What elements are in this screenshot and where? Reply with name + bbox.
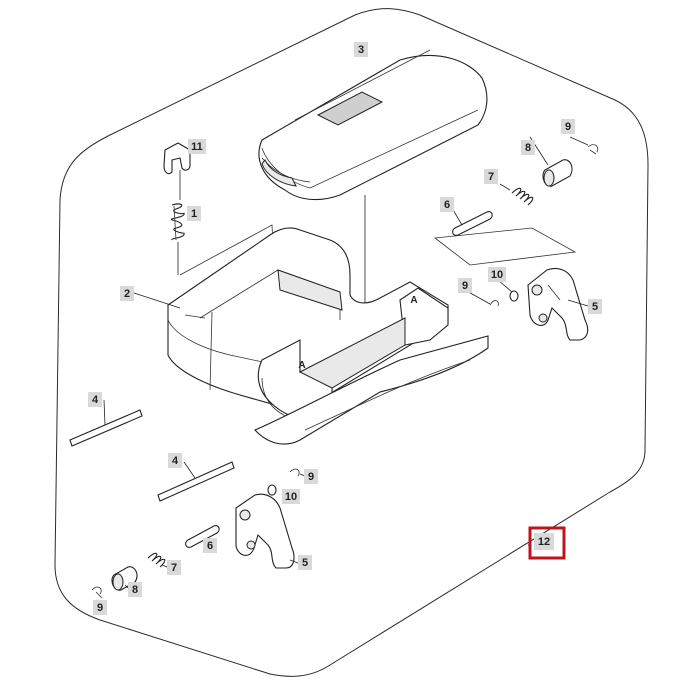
svg-text:8: 8 <box>525 142 531 154</box>
bottom-plate <box>254 335 489 445</box>
callout-5-lower: 5 <box>298 555 312 570</box>
callout-5-top: 5 <box>588 299 602 314</box>
svg-text:6: 6 <box>444 199 450 211</box>
letter-a-right: A <box>410 295 417 306</box>
callout-1: 1 <box>187 206 201 221</box>
callout-9-lower: 9 <box>304 469 318 484</box>
diagram-boundary <box>54 8 649 677</box>
strip-upper <box>69 409 143 447</box>
base-box-part <box>167 227 449 413</box>
cushion-part <box>258 49 488 201</box>
callout-8-lower: 8 <box>128 582 142 597</box>
callout-4-upper: 4 <box>88 392 102 407</box>
callout-2: 2 <box>120 286 134 301</box>
svg-text:12: 12 <box>538 536 550 548</box>
highlight-frame <box>528 526 566 560</box>
callout-8-top: 8 <box>521 140 535 155</box>
callout-3: 3 <box>354 42 368 57</box>
callout-9-mid: 9 <box>458 278 472 293</box>
callout-7-top: 7 <box>484 169 498 184</box>
svg-text:11: 11 <box>191 141 203 153</box>
callout-10-lower: 10 <box>282 489 300 504</box>
callout-6-top: 6 <box>440 197 454 212</box>
svg-text:9: 9 <box>308 471 314 483</box>
svg-text:10: 10 <box>285 491 297 503</box>
svg-text:3: 3 <box>358 44 364 56</box>
svg-text:7: 7 <box>171 562 177 574</box>
svg-text:7: 7 <box>488 171 494 183</box>
callout-9-top: 9 <box>561 119 575 134</box>
callout-7-lower: 7 <box>167 560 181 575</box>
svg-text:9: 9 <box>462 280 468 292</box>
svg-text:10: 10 <box>491 269 503 281</box>
clip-part <box>163 142 191 200</box>
callout-12-highlighted[interactable]: 12 <box>528 526 566 560</box>
svg-text:1: 1 <box>191 208 197 220</box>
svg-text:4: 4 <box>172 455 179 467</box>
spring-part <box>170 203 185 275</box>
letter-a-left: A <box>298 360 305 371</box>
callout-11: 11 <box>188 139 206 154</box>
svg-text:4: 4 <box>92 394 99 406</box>
callout-6-lower: 6 <box>203 538 217 553</box>
svg-text:5: 5 <box>302 557 308 569</box>
svg-text:8: 8 <box>132 584 138 596</box>
strip-lower <box>157 461 235 502</box>
callout-9-bottom: 9 <box>93 600 107 615</box>
callout-4-lower: 4 <box>168 453 182 468</box>
callout-10-top: 10 <box>488 267 506 282</box>
left-hardware <box>91 468 300 599</box>
svg-text:2: 2 <box>124 288 130 300</box>
right-hardware <box>452 144 599 341</box>
svg-text:6: 6 <box>207 540 213 552</box>
svg-text:5: 5 <box>592 301 598 313</box>
svg-text:9: 9 <box>97 602 103 614</box>
svg-text:9: 9 <box>565 121 571 133</box>
